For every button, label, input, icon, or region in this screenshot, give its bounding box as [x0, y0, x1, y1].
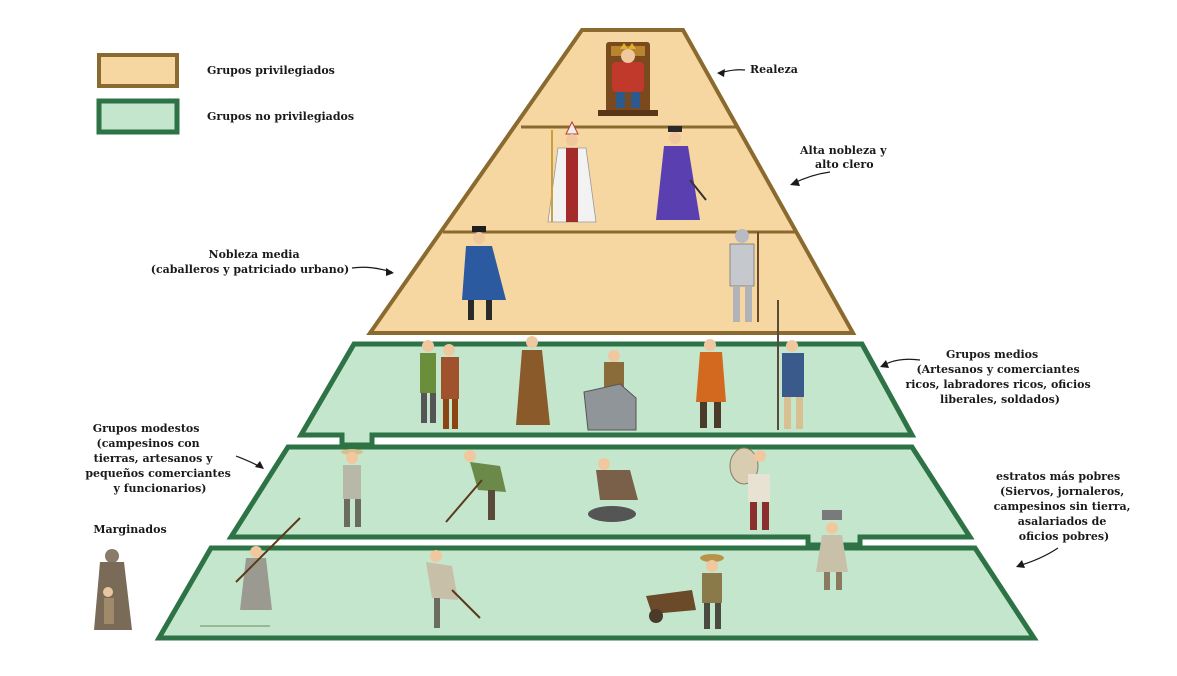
label-estratos-pobres-line-3: campesinos sin tierra, [994, 500, 1131, 513]
label-grupos-modestos: Grupos modestos (campesinos con tierras,… [85, 422, 234, 495]
label-realeza-line-1: Realeza [750, 63, 798, 76]
label-grupos-medios: Grupos medios (Artesanos y comerciantes … [905, 348, 1094, 406]
legend-label-nonprivileged: Grupos no privilegiados [207, 110, 354, 123]
label-grupos-modestos-line-4: pequeños comerciantes [85, 467, 230, 480]
label-nobleza-media-line-2: (caballeros y patriciado urbano) [151, 263, 349, 276]
label-grupos-modestos-line-2: (campesinos con [97, 437, 200, 450]
label-grupos-medios-line-1: Grupos medios [946, 348, 1038, 361]
label-grupos-modestos-line-1: Grupos modestos [93, 422, 200, 435]
label-grupos-medios-line-3: ricos, labradores ricos, oficios [905, 378, 1090, 391]
label-grupos-medios-line-2: (Artesanos y comerciantes [916, 363, 1079, 376]
beggar-woman-figure [94, 549, 132, 630]
legend-swatch-nonprivileged [99, 101, 177, 132]
legend-swatch-privileged [99, 55, 177, 86]
arrow-estratos-pobres [1016, 548, 1058, 568]
label-realeza: Realeza [750, 63, 798, 76]
label-estratos-pobres-line-1: estratos más pobres [996, 470, 1120, 483]
label-nobleza-media-line-1: Nobleza media [209, 248, 300, 261]
label-estratos-pobres-line-5: oficios pobres) [1019, 530, 1109, 543]
label-estratos-pobres-line-4: asalariados de [1018, 515, 1107, 528]
label-grupos-modestos-line-3: tierras, artesanos y [94, 452, 214, 465]
nonprivileged-pyramid [159, 344, 1034, 638]
label-marginados: Marginados [93, 523, 166, 536]
label-estratos-pobres-line-2: (Siervos, jornaleros, [1000, 485, 1124, 498]
legend: Grupos privilegiados Grupos no privilegi… [99, 55, 354, 132]
label-grupos-medios-line-4: liberales, soldados) [940, 393, 1060, 406]
arrow-realeza [717, 69, 745, 77]
legend-label-privileged: Grupos privilegiados [207, 64, 335, 77]
label-estratos-pobres: estratos más pobres (Siervos, jornaleros… [994, 470, 1135, 543]
arrow-nobleza-media [352, 267, 394, 276]
arrow-grupos-modestos [236, 456, 264, 469]
tier-estratos-pobres [159, 548, 1034, 638]
arrow-alta-nobleza [790, 172, 830, 186]
arrow-grupos-medios [880, 359, 920, 368]
label-alta-nobleza-line-1: Alta nobleza y [799, 144, 887, 157]
label-grupos-modestos-line-5: y funcionarios) [113, 482, 207, 495]
label-alta-nobleza-line-2: alto clero [815, 158, 874, 171]
label-marginados-line-1: Marginados [93, 523, 166, 536]
king-figure [598, 42, 658, 116]
label-nobleza-media: Nobleza media (caballeros y patriciado u… [151, 248, 349, 276]
label-alta-nobleza: Alta nobleza y alto clero [799, 144, 890, 171]
